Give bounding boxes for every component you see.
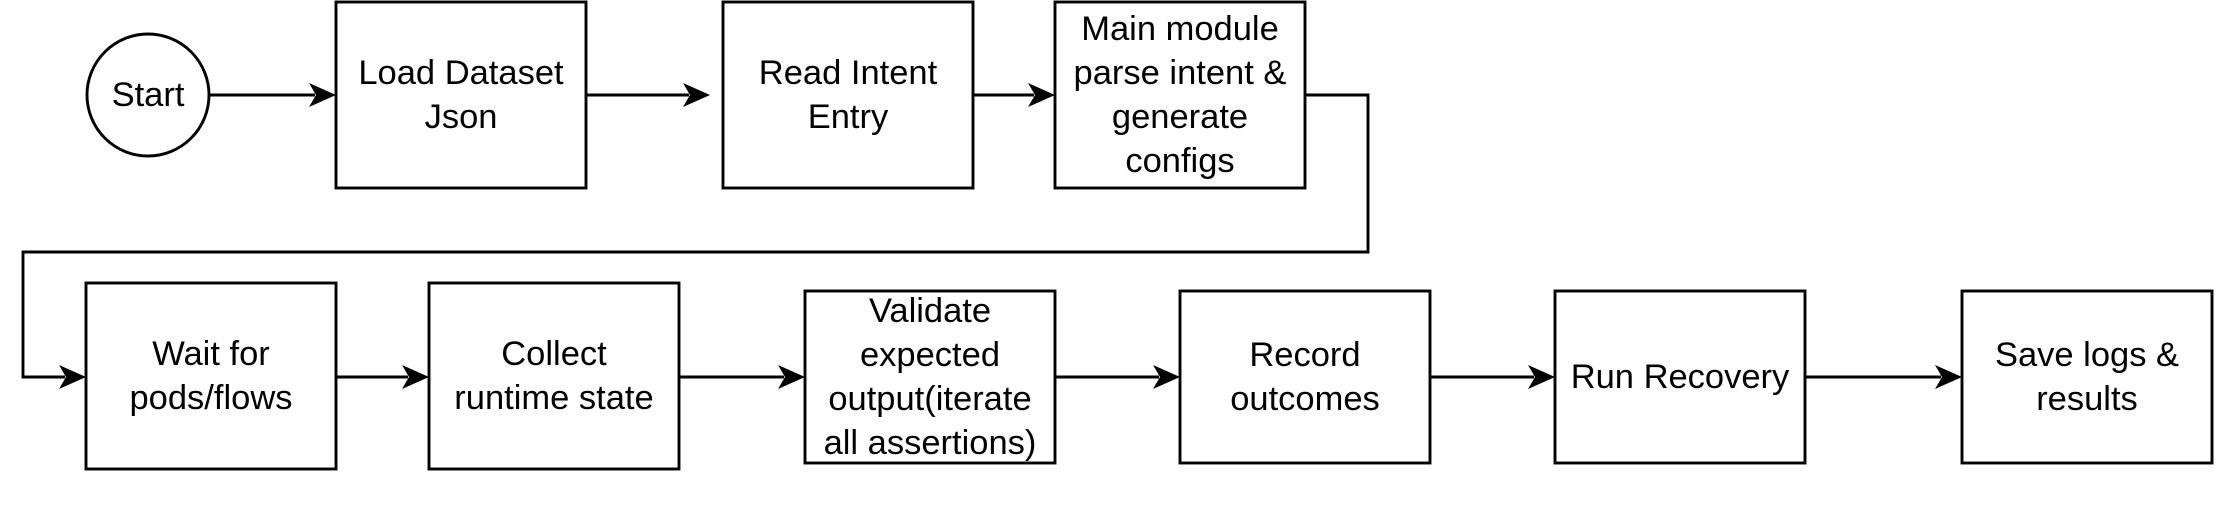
node-label-line: Entry [808, 98, 889, 136]
arrowhead-icon [1153, 365, 1180, 389]
node-shape [334, 0, 588, 190]
edge-main-wait [21, 93, 1370, 389]
arrowhead-icon [1935, 365, 1962, 389]
edge-validate-record [1055, 365, 1180, 389]
node-shape [1053, 0, 1307, 190]
node-collect: Collect runtime state [427, 281, 681, 471]
node-main: Main module parse intent & generate configs [1053, 0, 1307, 190]
node-label-line: outcomes [1230, 380, 1380, 418]
node-label: Wait for pods/flows [130, 335, 293, 417]
node-shape [84, 281, 338, 471]
node-label-line: Record [1249, 336, 1360, 374]
connector-line [21, 93, 1370, 379]
edges-layer [21, 83, 1962, 389]
node-shape [85, 32, 211, 158]
node-label-line: generate [1112, 98, 1248, 136]
edge-collect-validate [679, 365, 805, 389]
edge-recovery-save [1805, 365, 1962, 389]
node-label: Run Recovery [1571, 358, 1790, 396]
node-label-line: runtime state [454, 379, 653, 417]
node-shape [803, 289, 1057, 465]
edge-start-load [209, 83, 336, 107]
node-shape [721, 0, 975, 190]
node-shape [1960, 289, 2214, 465]
arrowhead-icon [683, 83, 710, 107]
node-label-line: Load Dataset [358, 54, 564, 92]
node-label-line: Start [112, 76, 185, 114]
node-label-line: Json [425, 98, 498, 136]
node-label: Validate expected output(iterate all assert… [824, 292, 1037, 462]
node-label-line: Run Recovery [1571, 358, 1790, 396]
arrowhead-icon [1528, 365, 1555, 389]
node-label: Collect runtime state [454, 335, 653, 417]
node-label-line: results [2036, 380, 2138, 418]
arrowhead-icon [309, 83, 336, 107]
node-recovery: Run Recovery [1553, 289, 1807, 465]
node-label-line: Save logs & [1995, 336, 2179, 374]
node-shape [427, 281, 681, 471]
node-label: Main module parse intent & generate configs [1074, 10, 1287, 180]
node-save: Save logs & results [1960, 289, 2214, 465]
node-label: Save logs & results [1995, 336, 2179, 418]
node-label-line: expected [860, 336, 1000, 374]
node-label-line: all assertions) [824, 424, 1037, 462]
node-label-line: configs [1125, 142, 1234, 180]
node-label-line: Read Intent [759, 54, 938, 92]
node-shape [1178, 289, 1432, 465]
edge-record-recovery [1430, 365, 1555, 389]
arrowhead-icon [1028, 83, 1055, 107]
node-label: Start [112, 76, 185, 114]
node-shape [1553, 289, 1807, 465]
node-label-line: Wait for [152, 335, 270, 373]
node-label-line: pods/flows [130, 379, 293, 417]
node-label-line: Main module [1081, 10, 1279, 48]
node-label-line: Collect [501, 335, 607, 373]
node-label: Record outcomes [1230, 336, 1380, 418]
edge-wait-collect [336, 365, 429, 389]
node-label-line: output(iterate [828, 380, 1031, 418]
node-label-line: parse intent & [1074, 54, 1287, 92]
node-label-line: Validate [869, 292, 991, 330]
arrowhead-icon [778, 365, 805, 389]
edge-read-main [973, 83, 1055, 107]
node-wait: Wait for pods/flows [84, 281, 338, 471]
arrowhead-icon [402, 365, 429, 389]
arrowhead-icon [59, 365, 86, 389]
node-start: Start [85, 32, 211, 158]
node-validate: Validate expected output(iterate all assert… [803, 289, 1057, 465]
node-record: Record outcomes [1178, 289, 1432, 465]
edge-load-read [586, 83, 710, 107]
